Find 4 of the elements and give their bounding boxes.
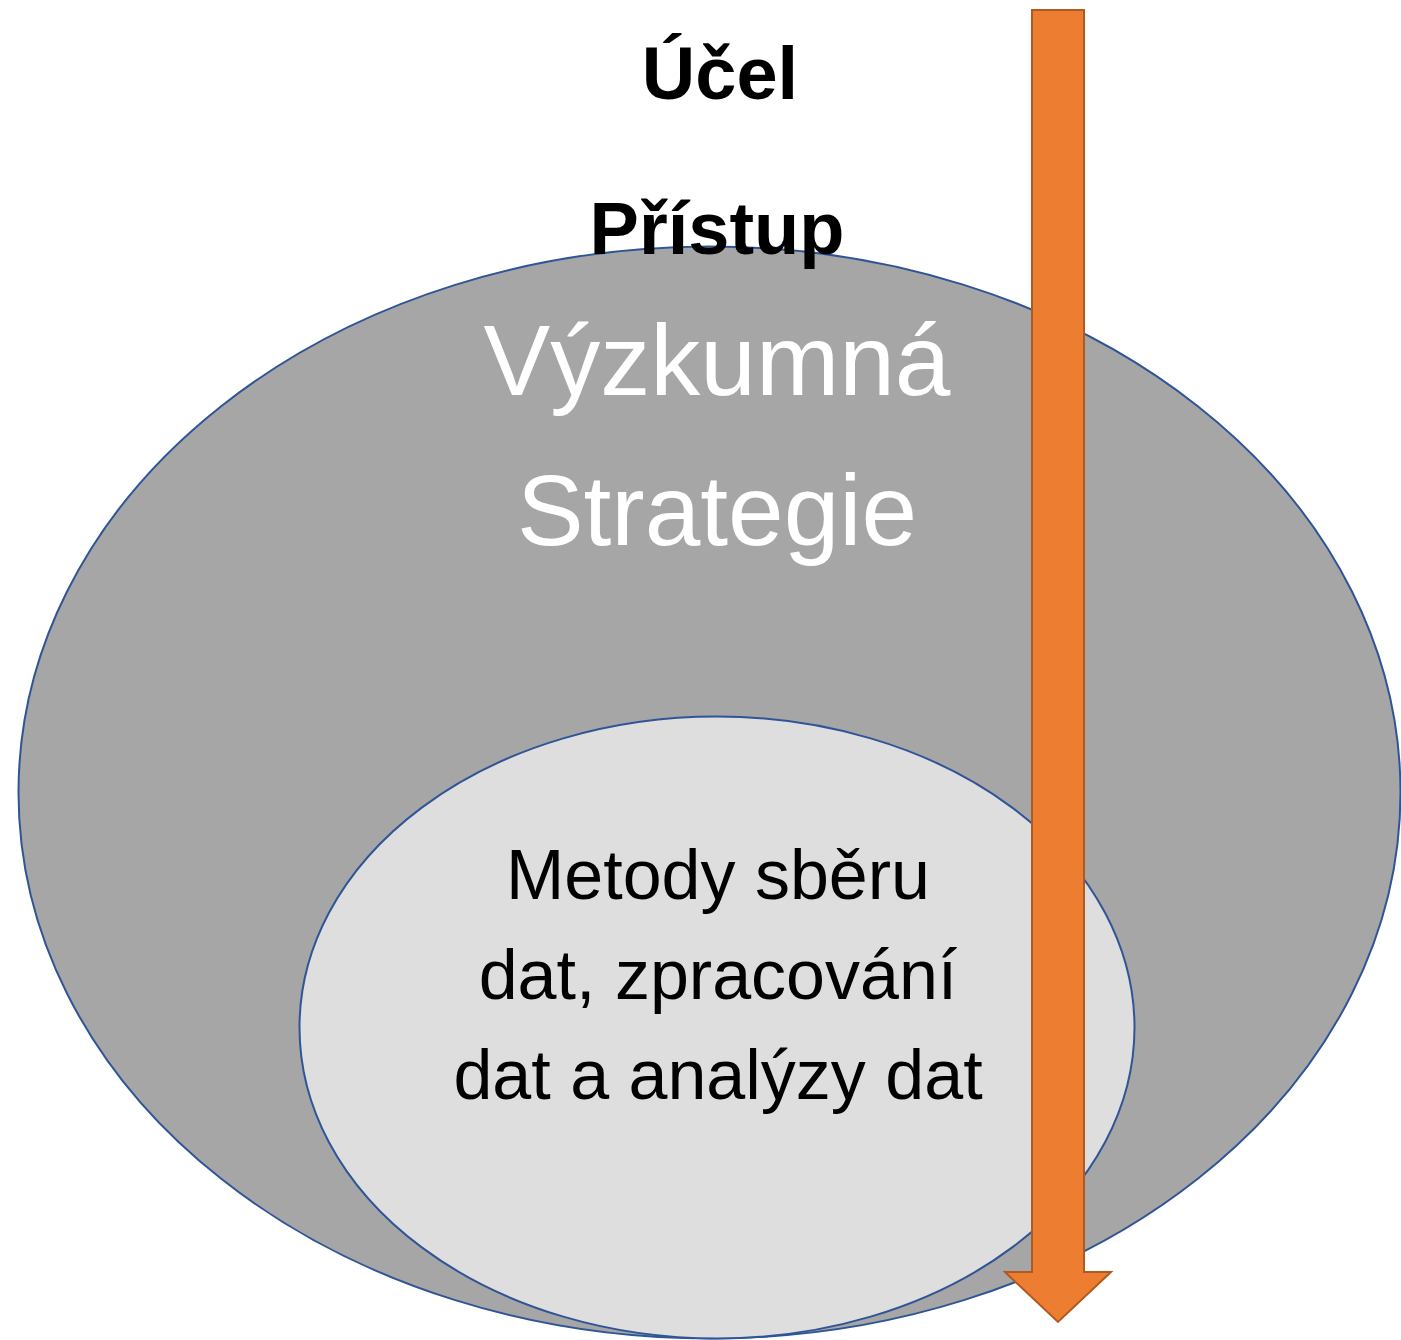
label: Účel <box>640 31 800 117</box>
node-label: Metody sběru dat, zpracování dat a analýzy dat <box>452 835 984 1117</box>
heading: Přístup <box>588 186 846 272</box>
node-label: Výzkumná Strategie <box>482 303 952 568</box>
